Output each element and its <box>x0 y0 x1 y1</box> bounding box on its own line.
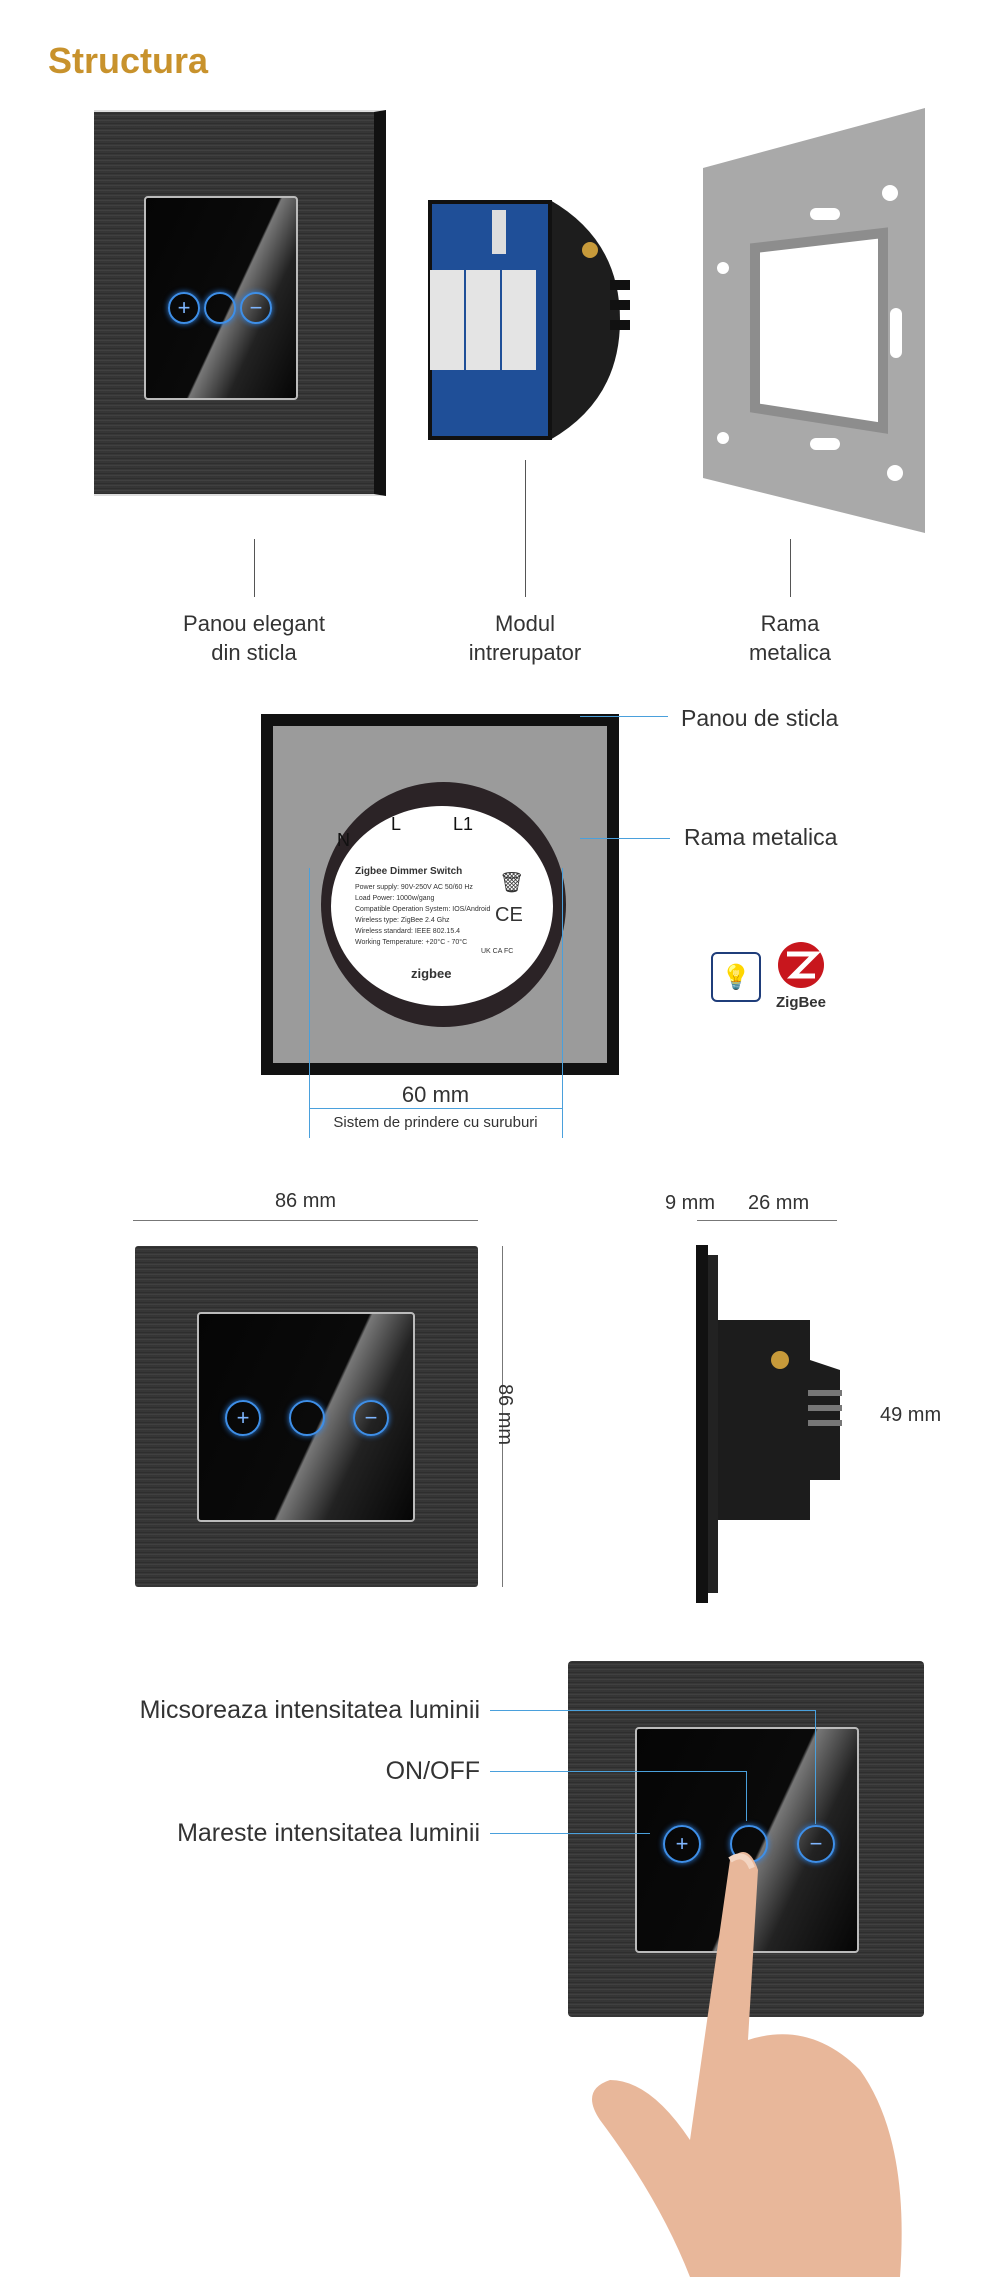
recycle-bin-icon: 🗑 <box>499 872 525 894</box>
sticker-heading: Zigbee Dimmer Switch <box>355 866 463 877</box>
dimension-caption: Sistem de prindere cu suruburi <box>333 1114 538 1131</box>
minus-icon: − <box>353 1400 389 1436</box>
ce-mark: CE <box>495 904 523 926</box>
switch-module-image <box>428 200 630 440</box>
label-metal-frame: Rama metalica <box>684 824 838 850</box>
smart-bulb-icon: 💡 <box>711 952 761 1002</box>
zigbee-logo-text: ZigBee <box>775 994 826 1011</box>
label-onoff: ON/OFF <box>385 1757 480 1785</box>
dimension-60mm: 60 mm <box>401 1082 470 1107</box>
leader-line <box>254 539 255 597</box>
depth-back-label: 26 mm <box>748 1192 810 1214</box>
zigbee-logo <box>778 942 824 988</box>
leader-line <box>580 838 670 839</box>
width-label: 86 mm <box>274 1190 337 1212</box>
screw-guide-line <box>309 868 310 1138</box>
minus-icon: − <box>797 1825 835 1863</box>
module-height-label: 49 mm <box>880 1404 942 1426</box>
leader-line <box>490 1710 815 1711</box>
dimension-line <box>133 1220 478 1221</box>
leader-line <box>746 1771 747 1821</box>
terminal-l: L <box>391 814 402 834</box>
side-view-image <box>696 1245 842 1603</box>
front-panel-image: + − <box>135 1246 478 1587</box>
power-circle-icon <box>204 292 236 324</box>
dimension-line <box>502 1246 503 1587</box>
dimension-line <box>309 1108 562 1109</box>
label-glass-panel: Panou de sticla <box>681 705 839 731</box>
glass-panel-image: + − <box>94 110 386 496</box>
plus-icon: + <box>168 292 200 324</box>
back-view-image: Zigbee Dimmer Switch Power supply: 90V-2… <box>261 714 619 1075</box>
zigbee-brand: zigbee <box>411 966 452 981</box>
plus-icon: + <box>663 1825 701 1863</box>
label-decrease: Micsoreaza intensitatea luminii <box>139 1696 480 1724</box>
screw-guide-line <box>562 868 563 1138</box>
terminal-n: N <box>337 830 350 850</box>
section-title: Structura <box>48 40 209 81</box>
plus-icon: + <box>225 1400 261 1436</box>
leader-line <box>525 460 526 597</box>
leader-line <box>490 1771 746 1772</box>
hand-image <box>592 1852 902 2277</box>
leader-line <box>580 716 668 717</box>
minus-icon: − <box>240 292 272 324</box>
leader-line <box>790 539 791 597</box>
depth-front-label: 9 mm <box>665 1192 715 1214</box>
power-circle-icon <box>289 1400 325 1436</box>
leader-line <box>490 1833 650 1834</box>
ukca-mark: UK CA FC <box>481 948 514 955</box>
label-increase: Mareste intensitatea luminii <box>177 1819 480 1847</box>
dimension-line <box>697 1220 837 1221</box>
leader-line <box>815 1710 816 1824</box>
terminal-l1: L1 <box>453 814 474 834</box>
metal-frame-image <box>703 108 925 533</box>
height-label: 86 mm <box>494 1383 517 1446</box>
